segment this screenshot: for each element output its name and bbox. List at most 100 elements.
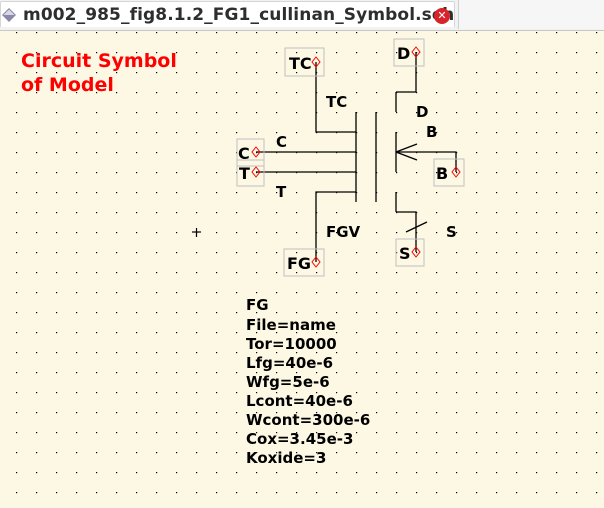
grid-dot xyxy=(216,92,218,94)
grid-dot xyxy=(96,372,98,374)
port-d[interactable]: D xyxy=(393,38,425,67)
grid-dot xyxy=(496,112,498,114)
grid-dot xyxy=(256,52,258,54)
grid-dot xyxy=(336,232,338,234)
grid-dot xyxy=(336,252,338,254)
grid-dot xyxy=(476,112,478,114)
grid-dot xyxy=(556,332,558,334)
grid-dot xyxy=(16,192,18,194)
grid-dot xyxy=(376,412,378,414)
grid-dot xyxy=(516,192,518,194)
grid-dot xyxy=(156,92,158,94)
grid-dot xyxy=(216,332,218,334)
grid-dot xyxy=(496,392,498,394)
annotation-line-1: Circuit Symbol xyxy=(21,50,177,72)
grid-dot xyxy=(136,352,138,354)
grid-dot xyxy=(576,252,578,254)
grid-dot xyxy=(196,92,198,94)
grid-dot xyxy=(96,52,98,54)
grid-dot xyxy=(136,152,138,154)
grid-dot xyxy=(16,132,18,134)
grid-dot xyxy=(116,232,118,234)
grid-dot xyxy=(116,372,118,374)
port-marker-icon xyxy=(451,166,461,178)
port-b[interactable]: B xyxy=(433,158,465,187)
grid-dot xyxy=(436,412,438,414)
grid-dot xyxy=(296,312,298,314)
grid-dot xyxy=(536,112,538,114)
grid-dot xyxy=(456,92,458,94)
grid-dot xyxy=(136,332,138,334)
grid-dot xyxy=(336,272,338,274)
grid-dot xyxy=(96,132,98,134)
tab-schematic[interactable]: m002_985_fig8.1.2_FG1_cullinan_Symbol.sc… xyxy=(0,1,455,27)
grid-dot xyxy=(56,172,58,174)
grid-dot xyxy=(576,352,578,354)
grid-dot xyxy=(556,432,558,434)
grid-dot xyxy=(516,92,518,94)
grid-dot xyxy=(16,392,18,394)
grid-dot xyxy=(556,52,558,54)
grid-dot xyxy=(36,132,38,134)
grid-dot xyxy=(496,212,498,214)
grid-dot xyxy=(296,372,298,374)
grid-dot xyxy=(576,212,578,214)
grid-dot xyxy=(576,492,578,494)
grid-dot xyxy=(36,272,38,274)
grid-dot xyxy=(576,72,578,74)
component-param: Wcont=300e-6 xyxy=(246,411,370,429)
grid-dot xyxy=(36,432,38,434)
grid-dot xyxy=(116,332,118,334)
grid-dot xyxy=(576,52,578,54)
grid-dot xyxy=(436,72,438,74)
grid-dot xyxy=(416,352,418,354)
grid-dot xyxy=(456,492,458,494)
grid-dot xyxy=(496,252,498,254)
port-fg[interactable]: FG xyxy=(283,248,325,277)
grid-dot xyxy=(496,272,498,274)
grid-dot xyxy=(556,172,558,174)
grid-dot xyxy=(336,472,338,474)
grid-dot xyxy=(156,112,158,114)
grid-dot xyxy=(176,292,178,294)
grid-dot xyxy=(316,472,318,474)
port-t[interactable]: T xyxy=(236,159,265,187)
grid-dot xyxy=(256,492,258,494)
grid-dot xyxy=(536,452,538,454)
grid-dot xyxy=(76,92,78,94)
port-tc[interactable]: TC xyxy=(284,47,325,77)
grid-dot xyxy=(76,32,78,34)
grid-dot xyxy=(396,172,398,174)
grid-dot xyxy=(376,352,378,354)
grid-dot xyxy=(536,372,538,374)
port-s[interactable]: S xyxy=(395,238,425,267)
schematic-canvas[interactable]: Circuit Symbol of Model xyxy=(0,30,604,504)
grid-dot xyxy=(556,492,558,494)
grid-dot xyxy=(496,492,498,494)
grid-dot xyxy=(536,192,538,194)
grid-dot xyxy=(356,412,358,414)
grid-dot xyxy=(176,32,178,34)
grid-dot xyxy=(456,472,458,474)
grid-dot xyxy=(356,472,358,474)
grid-dot xyxy=(596,152,598,154)
grid-dot xyxy=(416,112,418,114)
grid-dot xyxy=(336,112,338,114)
component-properties[interactable]: FG File=nameTor=10000Lfg=40e-6Wfg=5e-6Lc… xyxy=(246,296,370,467)
grid-dot xyxy=(396,332,398,334)
grid-dot xyxy=(256,412,258,414)
grid-dot xyxy=(216,472,218,474)
grid-dot xyxy=(196,192,198,194)
close-icon[interactable]: ✕ xyxy=(434,8,450,24)
port-c[interactable]: C xyxy=(236,138,265,167)
grid-dot xyxy=(356,212,358,214)
grid-dot xyxy=(436,212,438,214)
grid-dot xyxy=(516,492,518,494)
grid-dot xyxy=(116,132,118,134)
grid-dot xyxy=(396,52,398,54)
grid-dot xyxy=(396,232,398,234)
grid-dot xyxy=(56,52,58,54)
grid-dot xyxy=(556,412,558,414)
schematic-drawing[interactable]: Circuit Symbol of Model xyxy=(0,30,604,504)
grid-dot xyxy=(596,232,598,234)
